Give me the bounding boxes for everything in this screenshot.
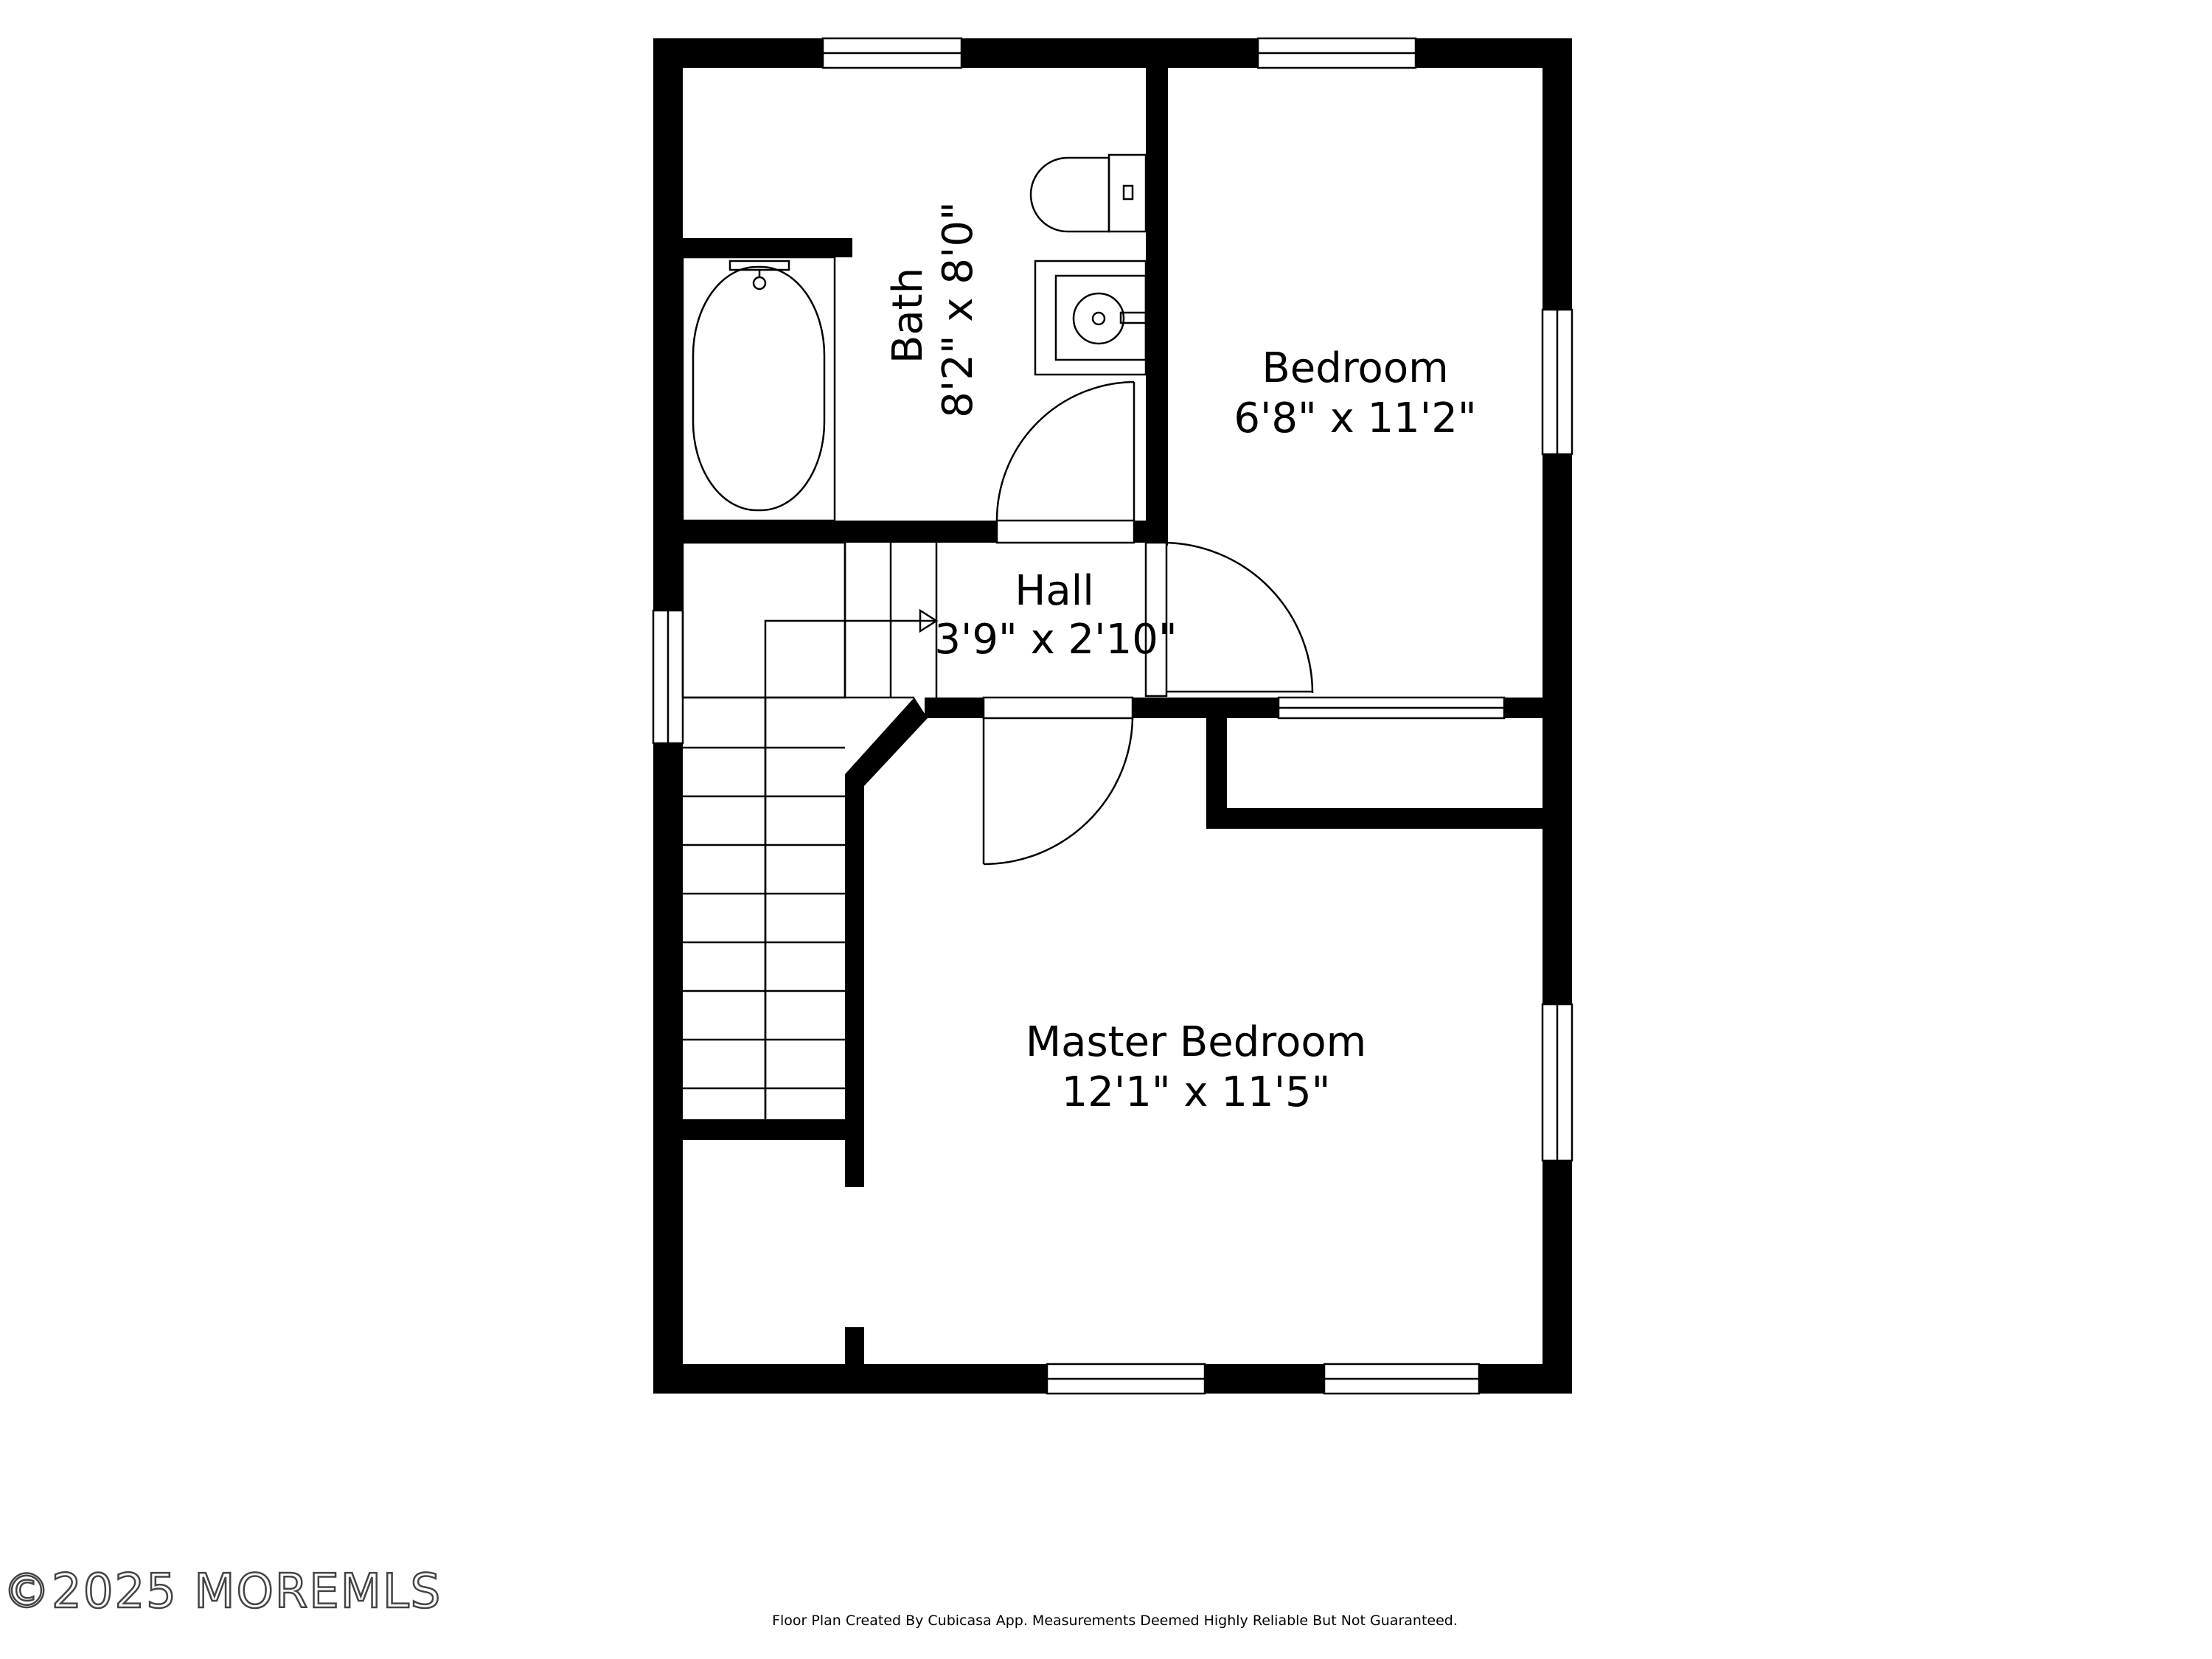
floor-plan-credit: Floor Plan Created By Cubicasa App. Meas… [772, 1613, 1458, 1629]
bath-door [995, 380, 1135, 521]
wall-closet-bottom [1206, 808, 1543, 829]
bath-door-threshold [995, 519, 1135, 544]
bath-name: Bath [884, 268, 932, 364]
stair-arrow [764, 619, 936, 1119]
wall-master-left-lower [845, 1327, 864, 1364]
master-door [982, 717, 1134, 866]
wall-right [1543, 38, 1572, 1394]
master-bedroom-name: Master Bedroom [1026, 1018, 1366, 1066]
master-door-threshold [982, 696, 1134, 720]
bedroom-door-threshold [1144, 541, 1168, 698]
windows [652, 37, 1573, 1395]
bathtub-icon [681, 256, 836, 522]
bedroom-name: Bedroom [1262, 344, 1448, 392]
stairs [681, 541, 939, 1119]
doors [982, 380, 1314, 866]
openings [982, 519, 1506, 720]
wall-stair-closet [683, 1119, 864, 1140]
wall-bath-bedroom [1146, 68, 1168, 546]
copyright-watermark: ©2025 MOREMLS [3, 1565, 442, 1619]
wall-diagonal [845, 698, 928, 786]
wall-tub-top [683, 238, 852, 257]
wall-top [653, 38, 1572, 68]
hall-size: 3'9" x 2'10" [934, 616, 1177, 664]
master-bedroom-size: 12'1" x 11'5" [1062, 1068, 1331, 1116]
arrow-head-icon [919, 608, 939, 633]
bath-fixtures [681, 153, 1147, 522]
bedroom-size: 6'8" x 11'2" [1234, 394, 1476, 442]
bedroom-door [1166, 541, 1314, 694]
bath-size: 8'2" x 8'0" [934, 201, 982, 418]
wall-master-left-upper [845, 774, 864, 1187]
toilet-icon [1029, 153, 1147, 233]
hall-name: Hall [1015, 567, 1094, 615]
wall-bedroom-bottom-right [1504, 698, 1543, 718]
sink-icon [1034, 260, 1147, 376]
